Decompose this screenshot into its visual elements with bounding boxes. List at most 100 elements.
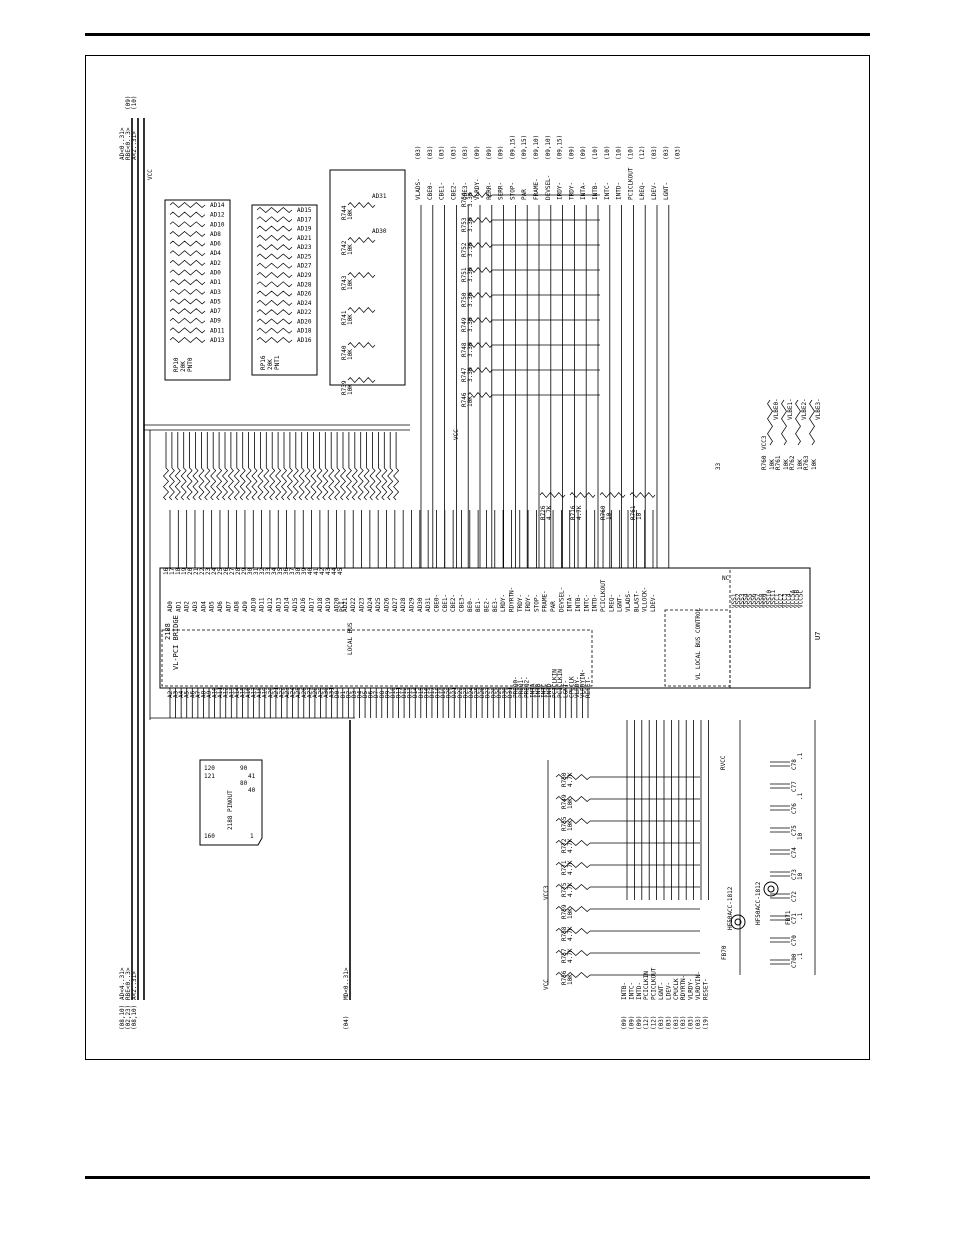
right-signal-ref: (03): [663, 146, 670, 160]
bottom-resistor-ref: R749: [561, 794, 568, 809]
pinout-label: 2188 PINOUT: [227, 790, 234, 830]
top-resistor-value: 10K: [347, 349, 354, 360]
vl-resistor-ref: R762: [789, 455, 796, 470]
rpack-resistor: [169, 240, 206, 247]
pin-number: 25: [217, 567, 224, 575]
cap-value: 10: [797, 832, 804, 840]
rpack-resistor: [169, 288, 206, 295]
right-signal-label: LGNT-: [663, 182, 670, 200]
chip-pin-right: A18: [256, 687, 263, 698]
rpack-net: AD24: [297, 300, 312, 307]
chip-pin-right: CPUCLK: [568, 676, 575, 698]
chip-pin-right: A17: [251, 687, 258, 698]
series-resistor: [216, 467, 223, 501]
chip-pin-right: D15: [418, 687, 425, 698]
chip-pin-right: D21: [451, 687, 458, 698]
chip-pin-right: A31: [329, 687, 336, 698]
right-signal-label: CBE0-: [427, 182, 434, 200]
pinout-corner-4: 1: [250, 833, 254, 840]
chip-pin-right: VLRDY-: [574, 676, 581, 698]
chip-pin-right: A11: [217, 687, 224, 698]
pullup-value: 3.3K: [467, 192, 474, 207]
chip-pin-left: AD3: [192, 601, 199, 612]
pin-number: 30: [247, 567, 254, 575]
top-resistor-box: [329, 169, 406, 386]
left-edge-signal: INTC-: [628, 982, 635, 1000]
chip-pin-right: RESET-: [585, 676, 592, 698]
series-resistor: [227, 467, 234, 501]
power-pin: VSS10: [766, 590, 773, 608]
right-signal-label: PCICLKOUT: [627, 167, 634, 200]
chip-pin-right: A28: [312, 687, 319, 698]
ferrite-fb71-core: [767, 885, 775, 893]
chip-pin-left: LDEV-: [650, 594, 657, 612]
top-resistor: [347, 341, 376, 349]
power-pin: VSS1: [731, 593, 738, 608]
bus-label-a-bottom: A<2..31>: [131, 971, 138, 1000]
right-signal-ref: (09): [474, 146, 481, 160]
right-signal-label: CBE2-: [450, 182, 457, 200]
right-signal-label: PAR: [521, 189, 528, 200]
rpack-resistor: [256, 272, 293, 278]
left-edge-ref: (03): [695, 1016, 702, 1030]
right-signal-ref: (03): [439, 146, 446, 160]
pin-number: 45: [337, 567, 344, 575]
bottom-resistor-value: 10K: [567, 908, 574, 919]
rpack-net: AD29: [297, 272, 312, 279]
bottom-resistor-value: 4.7K: [567, 882, 574, 897]
chip-pin-right: A19: [262, 687, 269, 698]
chip-pin-left: AD26: [384, 597, 391, 612]
pullup-value: 3.3K: [467, 292, 474, 307]
chip-pin-left: CBE0-: [433, 594, 440, 612]
series-resistor: [263, 467, 270, 501]
chip-pin-right: D26: [479, 687, 486, 698]
bus-ref-4: (04): [343, 1016, 350, 1030]
pin-number: 44: [331, 567, 338, 575]
rpack-net: AD5: [210, 298, 221, 305]
rpack-resistor: [256, 318, 293, 325]
rpack-rp16-box: [251, 204, 318, 376]
series-resistor: [381, 467, 388, 501]
pin-number: 20: [187, 567, 194, 575]
cap-ref: C73: [791, 869, 798, 880]
series-resistor: [198, 467, 205, 501]
rpack-resistor: [256, 234, 293, 241]
vl-resistor: [767, 399, 773, 446]
series-resistor: [275, 467, 282, 501]
pin-number: 23: [205, 567, 212, 575]
pullup-ref: R749: [461, 317, 468, 332]
power-pin: VSS8: [758, 593, 765, 608]
chip-pin-right: A8: [200, 690, 207, 698]
right-signal-label: CBE1-: [439, 182, 446, 200]
bottom-resistor: [555, 928, 591, 934]
series-resistor: [304, 467, 311, 501]
ferrite-fb71: [763, 881, 779, 897]
chip-pin-right: A25: [295, 687, 302, 698]
pin-number: 19: [181, 567, 188, 575]
series-resistor: [328, 467, 335, 501]
right-signal-label: FRAME-: [533, 178, 540, 200]
chip-pin-right: D0: [334, 690, 341, 698]
top-resistor-net: AD31: [372, 193, 387, 200]
series-resistor: [257, 467, 264, 501]
rpack-net: AD1: [210, 279, 221, 286]
chip-pin-right: D29: [496, 687, 503, 698]
chip-pin-left: AD8: [234, 601, 241, 612]
chip-pin-right: D31: [507, 687, 514, 698]
pinout-corner-2: 121: [204, 773, 215, 780]
cap-ref: C75: [791, 825, 798, 836]
chip-pin-left: LRDY-: [500, 594, 507, 612]
rpack-net: AD14: [210, 202, 225, 209]
right-signal-ref: (09,10): [545, 135, 552, 160]
rpack-resistor: [256, 207, 293, 213]
rpack-net: AD12: [210, 212, 225, 219]
rpack-resistor: [169, 259, 206, 266]
chip-pin-right: A3: [173, 690, 180, 698]
chip-pin-right: A9: [206, 690, 213, 698]
left-edge-ref: (03): [658, 1016, 665, 1030]
chip-pin-right: A22: [278, 687, 285, 698]
chip-pin-right: D8: [379, 690, 386, 698]
rpack-net: AD10: [210, 221, 225, 228]
chip-pin-right: A24: [290, 687, 297, 698]
bottom-resistor-ref: R755: [561, 816, 568, 831]
